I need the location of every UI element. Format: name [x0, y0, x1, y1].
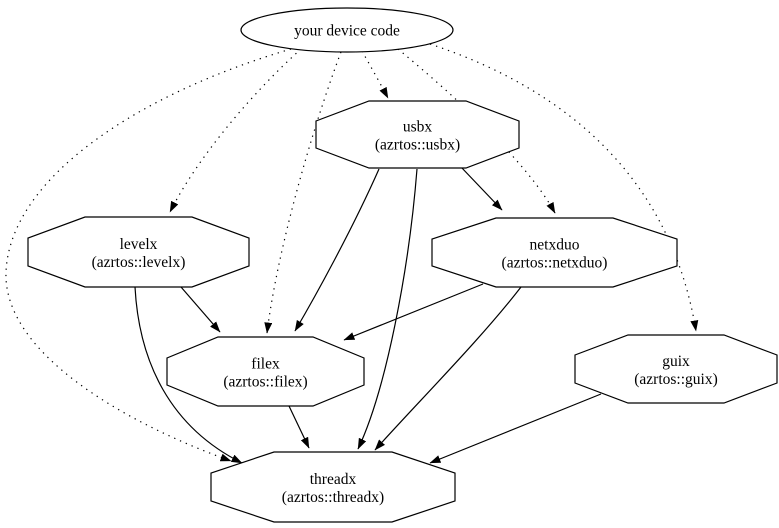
node-usbx-label: usbx(azrtos::usbx)	[375, 119, 460, 154]
edge-netxduo-threadx-solid	[374, 286, 522, 451]
edge-your_device_code-guix-dotted	[429, 43, 699, 332]
node-filex-label: filex(azrtos::filex)	[223, 356, 307, 391]
node-netxduo: netxduo(azrtos::netxduo)	[431, 217, 678, 288]
edge-levelx-filex-solid	[180, 286, 221, 333]
node-levelx-label: levelx(azrtos::levelx)	[92, 236, 186, 271]
edge-guix-threadx-solid	[429, 393, 602, 464]
node-guix: guix(azrtos::guix)	[574, 334, 778, 404]
node-levelx: levelx(azrtos::levelx)	[27, 216, 250, 288]
node-guix-label: guix(azrtos::guix)	[634, 353, 718, 388]
edge-usbx-filex-solid	[294, 168, 380, 332]
edge-levelx-threadx-solid	[134, 286, 243, 464]
node-filex: filex(azrtos::filex)	[166, 336, 365, 407]
edge-netxduo-filex-solid	[343, 283, 484, 341]
edge-usbx-threadx-solid	[357, 168, 418, 450]
node-your_device_code: your device code	[240, 7, 454, 53]
node-levelx-octagon-shape	[27, 216, 250, 288]
node-filex-octagon-shape	[166, 336, 365, 407]
edge-filex-threadx-solid	[288, 405, 310, 449]
node-usbx-octagon-shape	[315, 100, 520, 169]
edge-your_device_code-filex-dotted	[264, 51, 342, 334]
node-your_device_code-ellipse-shape	[240, 7, 454, 53]
node-usbx: usbx(azrtos::usbx)	[315, 100, 520, 169]
node-netxduo-label: netxduo(azrtos::netxduo)	[502, 237, 608, 272]
node-your_device_code-label: your device code	[294, 23, 400, 40]
node-threadx: threadx(azrtos::threadx)	[210, 451, 456, 523]
node-threadx-label: threadx(azrtos::threadx)	[282, 471, 384, 506]
node-threadx-octagon-shape	[210, 451, 456, 523]
node-guix-octagon-shape	[574, 334, 778, 404]
node-netxduo-octagon-shape	[431, 217, 678, 288]
edge-usbx-netxduo-solid	[460, 166, 503, 211]
edge-your_device_code-levelx-dotted	[169, 48, 302, 213]
edge-your_device_code-usbx-dotted	[361, 50, 389, 99]
